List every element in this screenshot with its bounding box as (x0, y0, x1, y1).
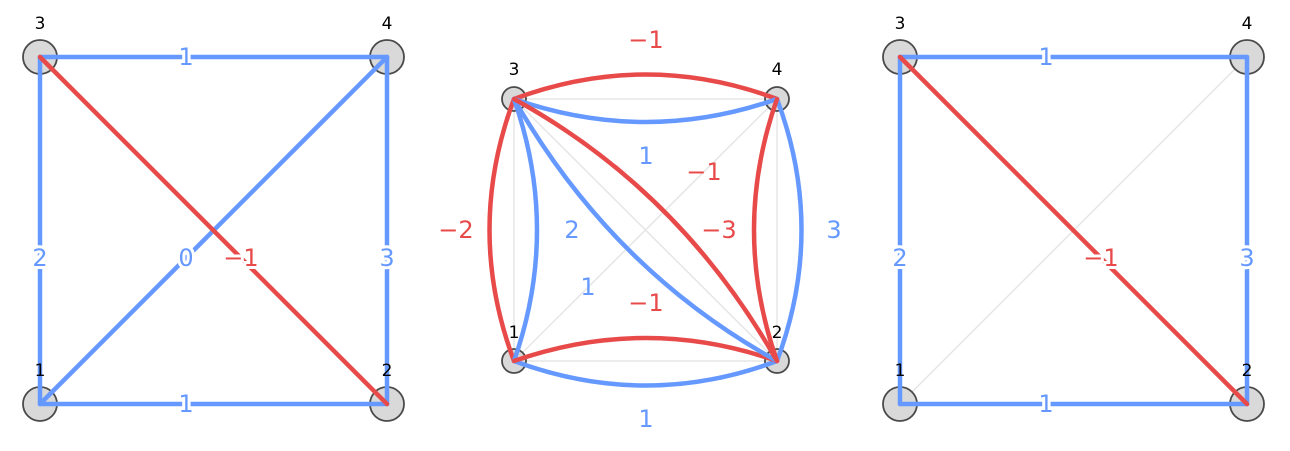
edge-1-3-inner (511, 96, 540, 364)
edge-1-4-arrow (254, 173, 271, 190)
edge-label-top: −1 (628, 26, 663, 54)
graph-middle: 3 4 1 2 −1 −2 3 1 1 −1 2 −3 1 −1 (438, 26, 841, 433)
edge-label-bottom: 1 (638, 405, 653, 433)
edge-label-2-4: 3 (1239, 244, 1254, 272)
edge-3-1-outer (487, 96, 517, 364)
edge-label-2-4: 3 (379, 244, 394, 272)
edge-label-inner-3-1: 2 (564, 216, 579, 244)
edge-1-3-inner-arrow (534, 187, 537, 201)
edge-3-2-arrow (1019, 176, 1036, 193)
edge-3-2-diag (511, 96, 780, 364)
edge-label-1-2: 1 (178, 390, 193, 418)
edge-label-inner-2-1: −1 (628, 289, 663, 317)
edge-label-right: 3 (826, 216, 841, 244)
node-label-3: 3 (895, 14, 906, 34)
node-label-2: 2 (382, 361, 393, 381)
node-label-2: 2 (772, 323, 783, 343)
edge-4-3-outer (511, 72, 780, 102)
edge-2-1-inner (511, 335, 780, 364)
edge-2-3-diag (511, 96, 780, 364)
edge-label-inner-1-3: 1 (580, 273, 595, 301)
edge-label-1-2: 1 (1038, 390, 1053, 418)
edge-label-left: −2 (438, 216, 473, 244)
edge-3-2-arrow (159, 176, 176, 193)
edge-label-inner-4-2: −1 (686, 158, 721, 186)
edge-3-2 (37, 54, 390, 407)
node-label-3: 3 (509, 60, 520, 80)
graph-left: 3 4 1 2 1 2 3 1 0 −1 (22, 14, 405, 422)
faint-frame (513, 98, 778, 362)
edge-4-2-inner (751, 96, 780, 364)
edge-2-3-diag-arrow (615, 163, 627, 173)
edge-2-1-inner-arrow (599, 341, 613, 344)
edge-2-4-outer-arrow (796, 187, 799, 201)
node-label-1: 1 (509, 323, 520, 343)
edge-label-1-4: 0 (178, 244, 193, 272)
edge-label-3-2: −1 (223, 244, 258, 272)
graph-right: 3 4 1 2 1 2 3 1 −1 (882, 14, 1265, 422)
edge-1-2-outer (511, 358, 780, 388)
edge-3-1-outer-arrow (492, 261, 495, 275)
edge-3-2-diag-arrow (667, 289, 679, 299)
edge-4-3-outer-arrow (599, 78, 613, 81)
node-label-4: 4 (382, 14, 393, 34)
edge-3-4-inner-arrow (679, 116, 694, 119)
edge-label-1-3: 2 (892, 244, 907, 272)
edge-label-3-4: 1 (178, 43, 193, 71)
edge-label-3-4: 1 (1038, 43, 1053, 71)
edge-3-2 (897, 54, 1250, 407)
node-label-4: 4 (1242, 14, 1253, 34)
node-label-1: 1 (895, 361, 906, 381)
edge-label-inner-3-4: 1 (638, 142, 653, 170)
edge-2-4-outer (774, 96, 804, 364)
node-label-2: 2 (1242, 361, 1253, 381)
edge-label-inner-3-2: −3 (701, 216, 736, 244)
node-label-3: 3 (35, 14, 46, 34)
edge-label-1-3: 2 (32, 244, 47, 272)
edge-1-2-outer-arrow (679, 380, 694, 383)
edge-label-3-2: −1 (1083, 244, 1118, 272)
edge-3-4-inner (511, 96, 780, 125)
node-label-4: 4 (772, 60, 783, 80)
node-label-1: 1 (35, 361, 46, 381)
edge-4-2-inner-arrow (755, 261, 758, 275)
